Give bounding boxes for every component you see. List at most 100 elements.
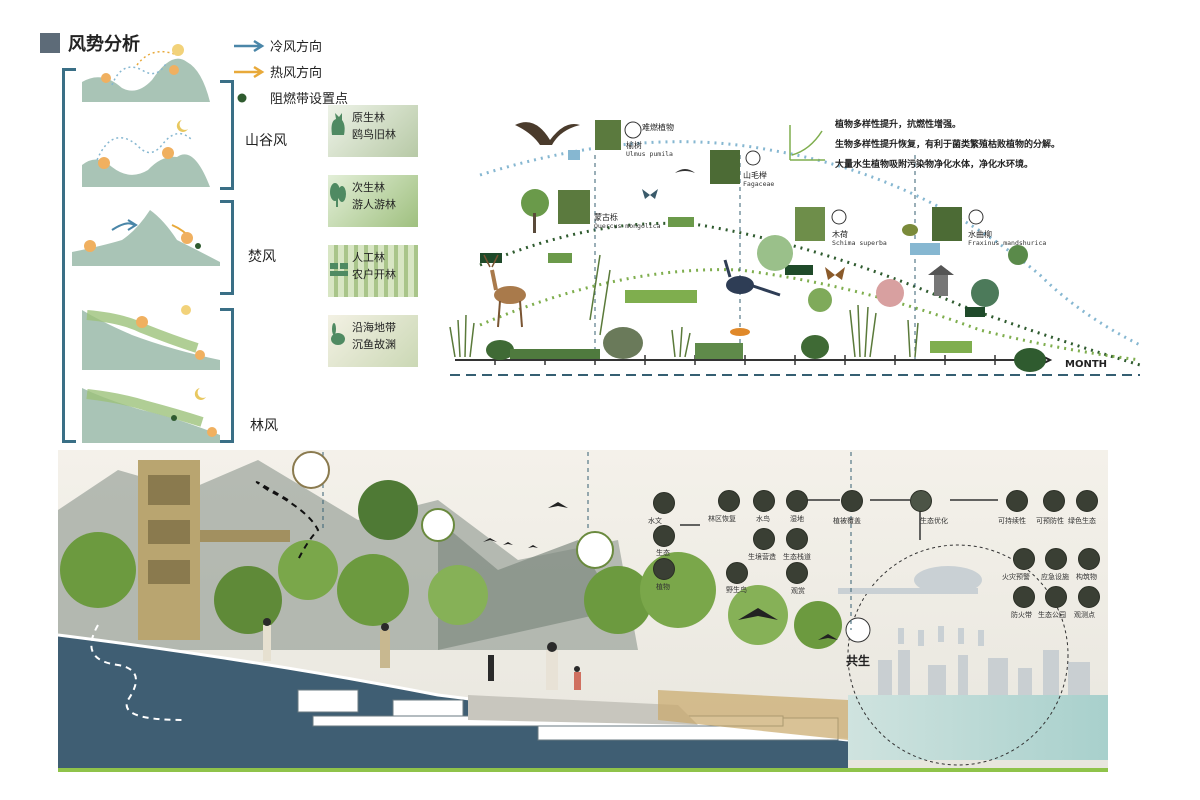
growth-chart-icon (789, 125, 825, 161)
mountain-peak (438, 520, 618, 650)
marker-bar-6 (910, 243, 940, 255)
fireproof-badge-icon (831, 209, 847, 225)
beech-photo (710, 150, 740, 184)
eco-label-viewing: 观赏 (791, 587, 805, 595)
ash-cn-name: 水曲柳 (968, 230, 992, 239)
valley-wind-night-terrain (82, 120, 210, 187)
firebreak-dot-icon (237, 93, 247, 102)
forest-type-primary: 原生林 鸥鸟旧林 (328, 105, 418, 157)
forest-type-secondary: 次生林 游人游林 (328, 175, 418, 227)
eco-optimize-icon (910, 490, 932, 512)
rabbit-icon (331, 323, 345, 345)
eco-label-habitat: 生境营造 (748, 553, 776, 561)
eco-label-ecology: 生态 (656, 549, 670, 557)
elm-cn-name: 榆树 (626, 141, 642, 150)
note-water-purification: 大量水生植物吸附污染物净化水体，净化水环境。 (835, 160, 1034, 170)
green-ecology-icon (1076, 490, 1098, 512)
eco-label-plant: 植物 (656, 583, 670, 591)
shrub-icons (486, 327, 1046, 372)
symbiosis-orbit (847, 544, 1069, 766)
eco-label-wetland: 湿地 (790, 515, 804, 523)
beech-label: 山毛榉 Fagaceae (743, 171, 774, 189)
marker-bar-3 (668, 217, 694, 227)
grass-icons (449, 254, 919, 358)
eagle-icon (515, 122, 580, 145)
plantation-forest-desc: 农户开林 (352, 268, 396, 281)
water-quality-curve (479, 140, 1141, 347)
forest-wind-day-terrain (82, 305, 220, 370)
note-bio-diversity: 生物多样性提升恢复，有利于菌类繁殖枯败植物的分解。 (835, 140, 1061, 150)
emergency-facility-icon (1045, 548, 1067, 570)
wind-bracket-left (62, 68, 76, 443)
eco-label-waterbird: 水鸟 (756, 515, 770, 523)
visitor-figures (263, 618, 581, 690)
wild-bird-icon (726, 562, 748, 584)
schima-photo (795, 207, 825, 241)
wetland-icon (786, 490, 808, 512)
wind-analysis-panel: 风势分析 冷风方向 热风方向 阻燃带设置点 山谷风 焚风 林风 (0, 0, 418, 445)
cat-icon (331, 113, 345, 135)
note-plant-diversity: 植物多样性提升，抗燃性增强。 (835, 120, 962, 130)
bracket-forest-right (220, 308, 234, 443)
forest-type-plantation: 人工林 农户开林 (328, 245, 418, 297)
vegetation-cover-icon (841, 490, 863, 512)
plant-badge-icon (576, 531, 614, 569)
oak-latin-name: Quercus mongolica (594, 222, 661, 230)
tree-icons (521, 189, 1028, 312)
ecology-icon (653, 525, 675, 547)
parrot-icon (902, 224, 918, 236)
fireproof-badge-icon (745, 150, 761, 166)
month-axis-label: MONTH (1065, 359, 1108, 370)
schima-latin-name: Schima superba (832, 239, 887, 247)
pagoda-lantern-icon (928, 265, 954, 296)
plantation-forest-name: 人工林 (352, 251, 385, 264)
waterbird-icon (753, 490, 775, 512)
cold-wind-arrow-icon (234, 39, 265, 52)
eco-label-eco-optimize: 生态优化 (920, 517, 948, 525)
elm-latin-name: Ulmus pumila (626, 150, 673, 158)
marker-bar-2 (548, 253, 572, 263)
fire-warning-icon (1013, 548, 1035, 570)
foehn-wind-label: 焚风 (248, 249, 276, 265)
eco-label-eco-boardwalk: 生态栈道 (783, 553, 811, 561)
primary-forest-swatch: 原生林 鸥鸟旧林 (328, 105, 418, 157)
biodiversity-chart: 难燃植物 榆树 Ulmus pumila 山毛榉 Fagaceae 蒙古栎 Qu… (440, 95, 1160, 385)
house-icon (330, 263, 348, 276)
eco-park-icon (1045, 586, 1067, 608)
eco-label-vegetation-cover: 植被覆盖 (833, 517, 861, 525)
butterfly-icon (825, 267, 845, 280)
eco-label-green-ecology: 绿色生态 (1068, 517, 1096, 525)
bio-chart-graphics (449, 120, 1141, 376)
schima-label: 木荷 Schima superba (832, 230, 887, 248)
secondary-forest-name: 次生林 (352, 181, 385, 194)
viewing-icon (786, 562, 808, 584)
symbiosis-node-icon (845, 617, 871, 643)
peacock-icon (723, 259, 781, 297)
fish-icon (730, 328, 750, 336)
bracket-valley-right (220, 80, 234, 190)
eco-label-preventability: 可预防性 (1036, 517, 1064, 525)
flying-birds (483, 502, 838, 640)
eco-label-wild-bird: 野生鸟 (726, 586, 747, 594)
wetland-reeds (658, 690, 848, 740)
landscape-scene: 水文 林区恢复 水鸟 湿地 植被覆盖 生态优化 可持续性 可预防性 绿色生态 生… (58, 450, 1108, 772)
marker-bar-5 (568, 150, 580, 160)
eco-label-structure: 构筑物 (1076, 573, 1097, 581)
firebreak-icon (1013, 586, 1035, 608)
legend-hot-wind-label: 热风方向 (270, 66, 323, 81)
coastal-forest-name: 沿海地带 (352, 321, 396, 334)
observation-tower (138, 460, 290, 640)
title-square-icon (40, 33, 60, 53)
legend-cold-wind-label: 冷风方向 (270, 40, 323, 55)
observation-point-icon (1078, 586, 1100, 608)
primary-forest-desc: 鸥鸟旧林 (352, 128, 396, 141)
ash-photo (932, 207, 962, 241)
eco-label-hydrology: 水文 (648, 517, 662, 525)
plant-icon (653, 558, 675, 580)
marker-bar-1 (480, 253, 502, 263)
structure-icon (1078, 548, 1100, 570)
beech-latin-name: Fagaceae (743, 180, 775, 188)
forest-type-coastal: 沿海地带 沉鱼故渊 (328, 315, 418, 367)
oak-cn-name: 蒙古栎 (594, 213, 618, 222)
eco-label-firebreak: 防火带 (1011, 611, 1032, 619)
